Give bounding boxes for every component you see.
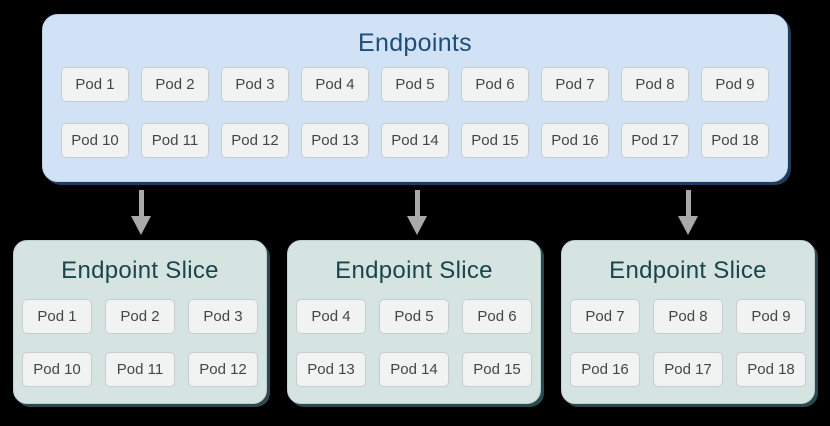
- pod-box: Pod 1: [22, 299, 92, 334]
- slice-pod-row-1: Pod 1 Pod 2 Pod 3: [22, 299, 258, 334]
- pod-box: Pod 14: [379, 352, 449, 387]
- pod-box: Pod 4: [301, 67, 369, 102]
- endpoints-pod-grid: Pod 1 Pod 2 Pod 3 Pod 4 Pod 5 Pod 6 Pod …: [61, 67, 769, 158]
- pod-box: Pod 11: [105, 352, 175, 387]
- endpoint-slice-title: Endpoint Slice: [61, 257, 219, 284]
- pod-box: Pod 5: [381, 67, 449, 102]
- arrow-head: [131, 216, 151, 235]
- pod-box: Pod 11: [141, 123, 209, 158]
- arrow-stem: [685, 190, 691, 216]
- pod-box: Pod 4: [296, 299, 366, 334]
- pod-box: Pod 15: [462, 352, 532, 387]
- slice-pod-row-1: Pod 4 Pod 5 Pod 6: [296, 299, 532, 334]
- down-arrow-icon: [407, 190, 427, 235]
- slice-pod-row-2: Pod 16 Pod 17 Pod 18: [570, 352, 806, 387]
- endpoint-slice-box-3: Endpoint Slice Pod 7 Pod 8 Pod 9 Pod 16 …: [561, 240, 815, 404]
- pod-box: Pod 10: [61, 123, 129, 158]
- slice-pod-grid: Pod 7 Pod 8 Pod 9 Pod 16 Pod 17 Pod 18: [570, 299, 806, 387]
- pod-box: Pod 13: [296, 352, 366, 387]
- pod-box: Pod 9: [701, 67, 769, 102]
- slice-pod-grid: Pod 1 Pod 2 Pod 3 Pod 10 Pod 11 Pod 12: [22, 299, 258, 387]
- pod-box: Pod 3: [221, 67, 289, 102]
- arrow-stem: [414, 190, 420, 216]
- down-arrow-icon: [678, 190, 698, 235]
- slice-pod-row-1: Pod 7 Pod 8 Pod 9: [570, 299, 806, 334]
- pod-box: Pod 16: [570, 352, 640, 387]
- pod-box: Pod 8: [621, 67, 689, 102]
- pod-box: Pod 13: [301, 123, 369, 158]
- pod-box: Pod 17: [621, 123, 689, 158]
- down-arrow-icon: [131, 190, 151, 235]
- endpoint-slice-title: Endpoint Slice: [335, 257, 493, 284]
- endpoints-box: Endpoints Pod 1 Pod 2 Pod 3 Pod 4 Pod 5 …: [42, 14, 788, 182]
- pod-box: Pod 16: [541, 123, 609, 158]
- arrow-head: [678, 216, 698, 235]
- endpoint-slice-box-2: Endpoint Slice Pod 4 Pod 5 Pod 6 Pod 13 …: [287, 240, 541, 404]
- slice-pod-row-2: Pod 13 Pod 14 Pod 15: [296, 352, 532, 387]
- endpoints-title: Endpoints: [358, 29, 472, 57]
- endpoints-pod-row-1: Pod 1 Pod 2 Pod 3 Pod 4 Pod 5 Pod 6 Pod …: [61, 67, 769, 102]
- endpoint-slice-title: Endpoint Slice: [609, 257, 767, 284]
- pod-box: Pod 2: [141, 67, 209, 102]
- pod-box: Pod 6: [461, 67, 529, 102]
- pod-box: Pod 2: [105, 299, 175, 334]
- arrow-stem: [138, 190, 144, 216]
- pod-box: Pod 14: [381, 123, 449, 158]
- pod-box: Pod 9: [736, 299, 806, 334]
- pod-box: Pod 7: [570, 299, 640, 334]
- pod-box: Pod 17: [653, 352, 723, 387]
- pod-box: Pod 12: [221, 123, 289, 158]
- pod-box: Pod 7: [541, 67, 609, 102]
- pod-box: Pod 18: [701, 123, 769, 158]
- pod-box: Pod 1: [61, 67, 129, 102]
- pod-box: Pod 3: [188, 299, 258, 334]
- arrow-head: [407, 216, 427, 235]
- endpoints-pod-row-2: Pod 10 Pod 11 Pod 12 Pod 13 Pod 14 Pod 1…: [61, 123, 769, 158]
- pod-box: Pod 18: [736, 352, 806, 387]
- pod-box: Pod 5: [379, 299, 449, 334]
- pod-box: Pod 12: [188, 352, 258, 387]
- slice-pod-row-2: Pod 10 Pod 11 Pod 12: [22, 352, 258, 387]
- pod-box: Pod 6: [462, 299, 532, 334]
- endpoint-slice-box-1: Endpoint Slice Pod 1 Pod 2 Pod 3 Pod 10 …: [13, 240, 267, 404]
- pod-box: Pod 10: [22, 352, 92, 387]
- pod-box: Pod 8: [653, 299, 723, 334]
- slice-pod-grid: Pod 4 Pod 5 Pod 6 Pod 13 Pod 14 Pod 15: [296, 299, 532, 387]
- pod-box: Pod 15: [461, 123, 529, 158]
